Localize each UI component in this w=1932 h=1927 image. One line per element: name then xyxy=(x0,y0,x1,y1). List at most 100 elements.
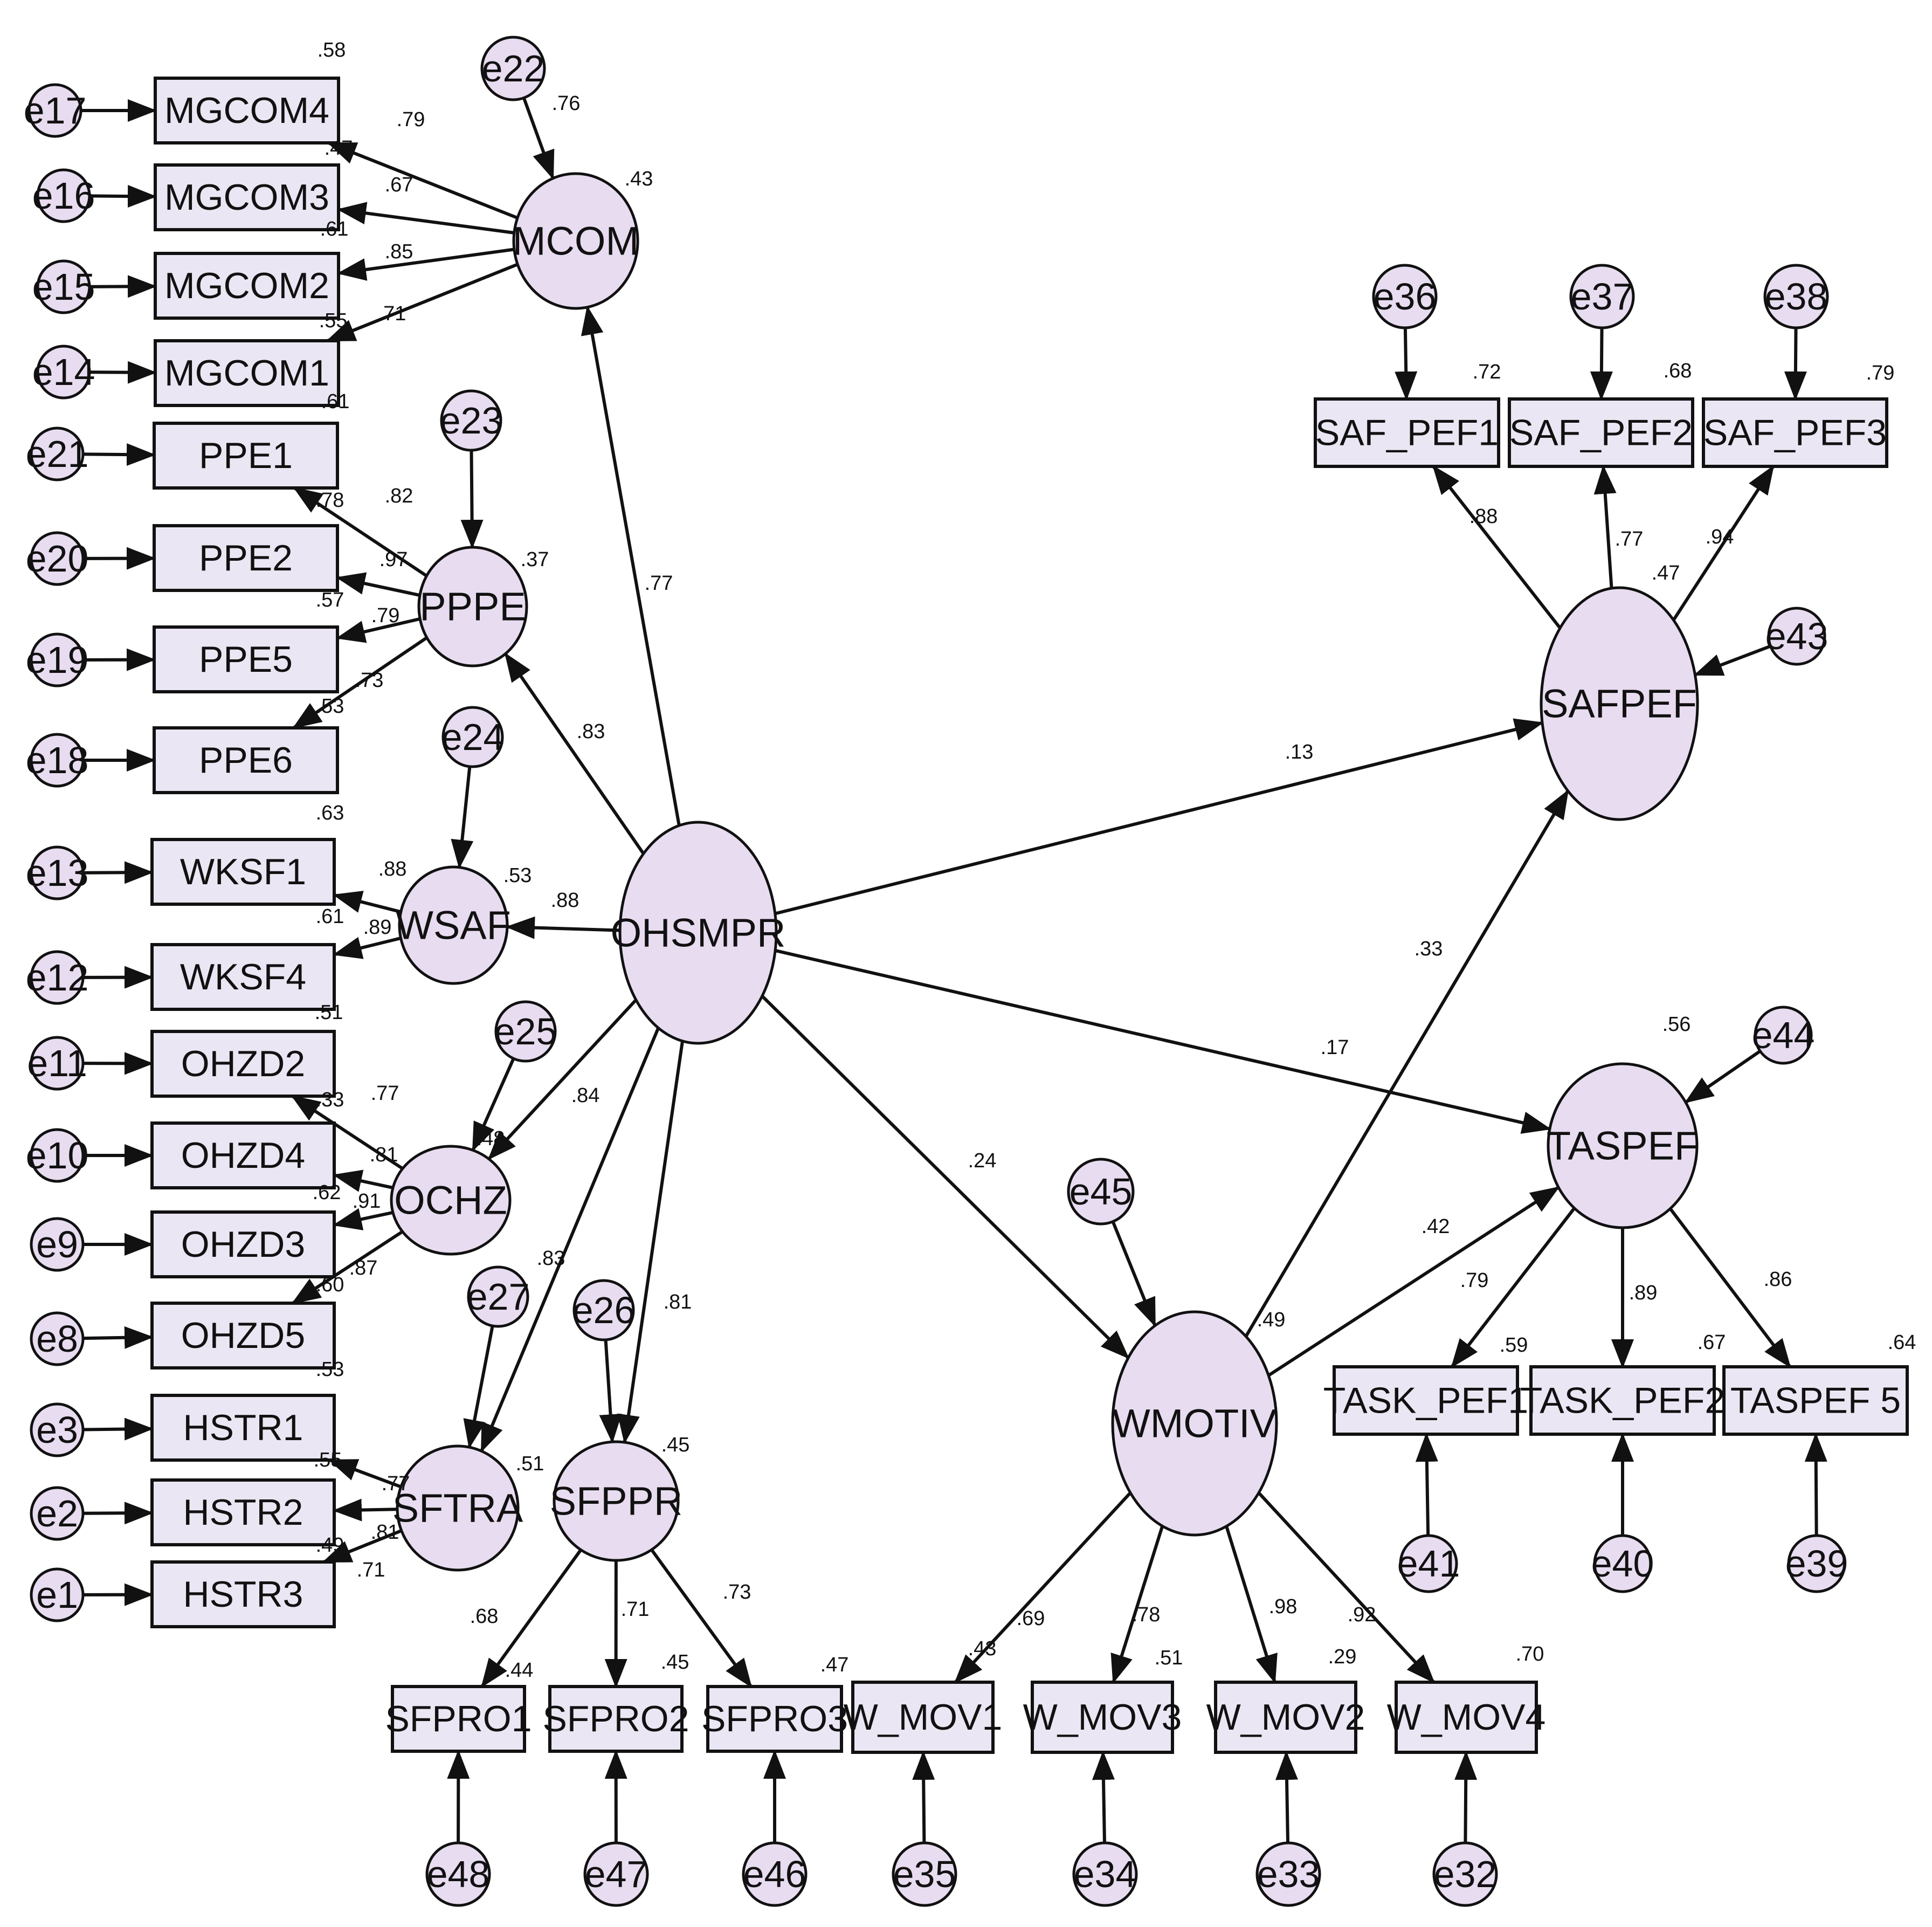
indicator-label-ppe5: PPE5 xyxy=(199,639,293,680)
error-arrow-e32 xyxy=(1454,1751,1478,1843)
error-e15 xyxy=(36,259,91,314)
error-e10 xyxy=(30,1128,85,1183)
error-label-e33: e33 xyxy=(1257,1853,1320,1895)
indicator-ppe6 xyxy=(153,726,339,794)
error-arrow-e37 xyxy=(1590,327,1613,401)
indicator-mgcom4 xyxy=(154,77,340,144)
path-sfppr-sfpro3 xyxy=(650,1549,753,1688)
error-label-e1: e1 xyxy=(36,1574,78,1616)
error-e32 xyxy=(1432,1841,1498,1907)
error-arrow-e21 xyxy=(82,443,156,466)
error-arrow-e35 xyxy=(912,1751,935,1843)
latent-label-ochz: OCHZ xyxy=(394,1178,507,1223)
coef-wmotiv_w_mov2: .98 xyxy=(1269,1595,1298,1618)
path-safpef-saf_pef3 xyxy=(1672,465,1775,621)
r2-saf_pef2: .68 xyxy=(1664,360,1692,382)
error-label-e44: e44 xyxy=(1752,1014,1815,1056)
error-label-e27: e27 xyxy=(467,1276,530,1318)
coef-mcom_mgcom4: .79 xyxy=(397,108,425,131)
error-label-e12: e12 xyxy=(26,956,89,999)
path-ohsmpr-sftra xyxy=(480,1027,660,1453)
indicator-w_mov3 xyxy=(1031,1681,1174,1754)
error-label-e24: e24 xyxy=(441,716,505,758)
error-e13 xyxy=(30,845,85,900)
coef-e22-mcom: .76 xyxy=(552,92,581,115)
error-label-e11: e11 xyxy=(27,1042,87,1084)
indicator-label-mgcom3: MGCOM3 xyxy=(164,177,329,218)
indicator-label-w_mov4: W_MOV4 xyxy=(1387,1697,1546,1738)
error-label-e22: e22 xyxy=(482,47,545,90)
error-label-e9: e9 xyxy=(36,1223,78,1265)
error-arrow-e24 xyxy=(451,766,474,869)
error-arrow-e26 xyxy=(599,1339,622,1444)
r2-w_mov2: .29 xyxy=(1328,1646,1357,1668)
error-arrow-e25 xyxy=(471,1058,515,1152)
error-label-e18: e18 xyxy=(26,739,89,781)
path-safpef-saf_pef2 xyxy=(1593,465,1617,589)
coef-wsaf_wksf4: .89 xyxy=(363,916,392,939)
path-safpef-saf_pef1 xyxy=(1432,465,1562,629)
r2-mgcom2: .61 xyxy=(320,218,349,240)
coef-wmotiv_w_mov4: .92 xyxy=(1348,1603,1376,1626)
error-arrow-e43 xyxy=(1693,644,1771,677)
error-e37 xyxy=(1569,264,1635,329)
indicator-label-saf_pef3: SAF_PEF3 xyxy=(1703,412,1887,453)
indicator-label-ppe1: PPE1 xyxy=(199,435,293,476)
error-label-e41: e41 xyxy=(1397,1543,1460,1585)
coef-pppe_ppe1: .82 xyxy=(385,485,413,507)
latent-label-ohsmpr: OHSMPR xyxy=(611,911,786,955)
indicator-w_mov2 xyxy=(1214,1681,1357,1754)
indicator-hstr3 xyxy=(150,1560,336,1628)
r2-wmotiv: .49 xyxy=(1257,1309,1286,1331)
error-label-e43: e43 xyxy=(1765,615,1828,657)
r2-ohzd2: .51 xyxy=(315,1001,343,1024)
coef-mcom_mgcom2: .85 xyxy=(385,240,413,263)
path-pppe-ppe1 xyxy=(293,486,428,577)
path-ohsmpr-ochz xyxy=(487,999,637,1160)
indicator-w_mov4 xyxy=(1395,1681,1538,1754)
error-arrow-e44 xyxy=(1684,1050,1761,1104)
r2-hstr2: .55 xyxy=(314,1449,342,1471)
latent-ochz xyxy=(390,1145,512,1256)
error-e23 xyxy=(440,389,502,452)
r2-hstr1: .53 xyxy=(316,1358,344,1381)
error-e47 xyxy=(583,1841,649,1907)
r2-saf_pef1: .72 xyxy=(1473,361,1501,383)
r2-mgcom3: .47 xyxy=(325,137,353,160)
indicator-label-w_mov3: W_MOV3 xyxy=(1023,1697,1182,1738)
error-label-e20: e20 xyxy=(26,538,89,580)
coef-ohsmpr_wmotiv: .24 xyxy=(968,1150,997,1172)
r2-ohzd4: .33 xyxy=(316,1089,344,1111)
indicator-label-ppe6: PPE6 xyxy=(199,740,293,781)
indicator-label-sfpro1: SFPRO1 xyxy=(385,1698,532,1739)
error-e38 xyxy=(1763,264,1829,329)
r2-ochz: .48 xyxy=(477,1127,505,1150)
path-sftra-hstr1 xyxy=(328,1458,402,1489)
error-e35 xyxy=(892,1841,957,1907)
path-sftra-hstr2 xyxy=(333,1498,398,1522)
error-label-e14: e14 xyxy=(32,351,95,393)
error-label-e46: e46 xyxy=(743,1853,806,1895)
error-e34 xyxy=(1072,1841,1138,1907)
indicator-mgcom2 xyxy=(154,252,340,320)
coef-ochz_ohzd5: .87 xyxy=(349,1257,378,1279)
error-e21 xyxy=(30,426,85,481)
latent-label-sftra: SFTRA xyxy=(392,1486,523,1531)
error-label-e25: e25 xyxy=(494,1010,557,1052)
error-arrow-e33 xyxy=(1275,1751,1298,1843)
path-wsaf-wksf4 xyxy=(333,937,402,959)
error-e36 xyxy=(1372,264,1438,329)
indicator-label-hstr1: HSTR1 xyxy=(183,1407,303,1448)
path-taspef-task_pef1 xyxy=(1450,1207,1576,1368)
r2-taspef: .56 xyxy=(1662,1013,1691,1036)
error-label-e36: e36 xyxy=(1374,276,1437,318)
r2-mgcom1: .55 xyxy=(319,309,348,332)
indicator-label-ohzd2: OHZD2 xyxy=(181,1043,305,1084)
coef-taspef_task_pef2: .89 xyxy=(1629,1282,1658,1304)
indicator-mgcom3 xyxy=(154,163,340,231)
error-label-e23: e23 xyxy=(440,400,503,442)
indicator-sfpro1 xyxy=(391,1685,526,1753)
r2-saf_pef3: .79 xyxy=(1866,362,1895,384)
r2-mcom: .43 xyxy=(625,168,653,190)
